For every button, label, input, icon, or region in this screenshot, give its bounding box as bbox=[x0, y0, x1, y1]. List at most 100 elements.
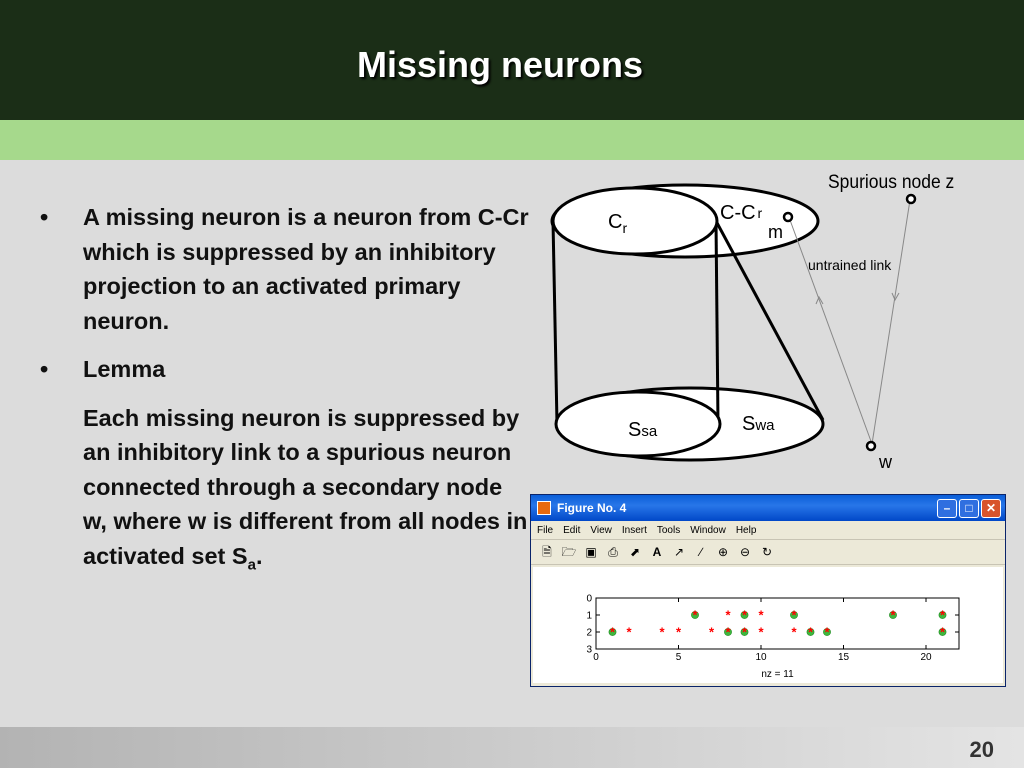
footer-band bbox=[0, 727, 1024, 768]
red-asterisk-point: * bbox=[709, 625, 715, 640]
green-circle-point bbox=[938, 611, 947, 619]
x-axis-label: nz = 11 bbox=[761, 669, 794, 680]
figure-toolbar: 🗎 🗁 ▣ ⎙ ⬈ A ↗ ∕ ⊕ ⊖ ↻ bbox=[531, 540, 1005, 565]
red-asterisk-point: * bbox=[940, 625, 946, 640]
x-tick-label: 0 bbox=[593, 652, 599, 663]
arrow-icon[interactable]: ↗ bbox=[673, 545, 685, 559]
page-number: 20 bbox=[969, 737, 994, 762]
menu-file[interactable]: File bbox=[537, 524, 554, 536]
red-asterisk-point: * bbox=[791, 608, 797, 623]
x-tick-label: 5 bbox=[676, 652, 682, 663]
figure-title: Figure No. 4 bbox=[557, 501, 627, 515]
red-asterisk-point: * bbox=[725, 625, 731, 640]
node-w bbox=[865, 440, 877, 452]
y-tick-label: 3 bbox=[586, 645, 592, 656]
menu-view[interactable]: View bbox=[590, 524, 612, 536]
lemma-subscript: a bbox=[247, 556, 256, 574]
swa-label: Swa bbox=[742, 413, 775, 435]
red-asterisk-point: * bbox=[692, 608, 698, 623]
green-circle-point bbox=[691, 611, 699, 619]
menu-window[interactable]: Window bbox=[690, 524, 726, 536]
red-asterisk-point: * bbox=[626, 625, 632, 640]
print-icon[interactable]: ⎙ bbox=[608, 545, 618, 559]
red-asterisk-point: * bbox=[791, 625, 797, 640]
slide-title: Missing neurons bbox=[356, 44, 644, 85]
m-label: m bbox=[768, 222, 783, 242]
bullet-text: Lemma bbox=[83, 356, 166, 382]
w-label: w bbox=[878, 452, 893, 472]
y-tick-label: 1 bbox=[586, 611, 592, 622]
pointer-icon[interactable]: ⬈ bbox=[629, 545, 641, 559]
ssa-label: Ssa bbox=[628, 419, 658, 441]
menu-help[interactable]: Help bbox=[735, 524, 757, 536]
cr-label: Cr bbox=[608, 211, 627, 236]
bullet-text: A missing neuron is a neuron from C-Cr w… bbox=[83, 204, 529, 334]
new-file-icon[interactable]: 🗎 bbox=[542, 545, 552, 559]
red-asterisk-point: * bbox=[725, 608, 731, 623]
green-circle-point bbox=[724, 628, 732, 636]
red-asterisk-point: * bbox=[940, 608, 946, 623]
red-asterisk-point: * bbox=[676, 625, 682, 640]
zoom-out-icon[interactable]: ⊖ bbox=[739, 545, 751, 559]
title-band bbox=[0, 0, 1024, 120]
green-circle-point bbox=[823, 628, 831, 636]
line-icon[interactable]: ∕ bbox=[699, 545, 702, 559]
green-circle-point bbox=[806, 628, 815, 636]
red-asterisk-point: * bbox=[610, 625, 616, 640]
figure-menubar: File Edit View Insert Tools Window Help bbox=[531, 521, 1005, 540]
zoom-in-icon[interactable]: ⊕ bbox=[717, 545, 729, 559]
lemma-end: . bbox=[255, 542, 263, 569]
figure-titlebar[interactable]: Figure No. 4 – □ ✕ bbox=[531, 495, 1005, 521]
figure-window: Figure No. 4 – □ ✕ File Edit View Insert… bbox=[530, 494, 1006, 687]
bullet-marker: • bbox=[40, 204, 49, 230]
arrowhead-icon bbox=[891, 292, 900, 302]
red-asterisk-point: * bbox=[824, 625, 830, 640]
open-folder-icon[interactable]: 🗁 bbox=[561, 545, 577, 559]
red-asterisk-point: * bbox=[758, 608, 764, 623]
ssa-ellipse bbox=[554, 390, 722, 458]
untrained-link-label: untrained link bbox=[808, 257, 892, 273]
rotate-icon[interactable]: ↻ bbox=[761, 545, 773, 559]
green-circle-point bbox=[889, 611, 897, 619]
link-w-to-m bbox=[789, 219, 873, 445]
red-asterisk-point: * bbox=[659, 625, 665, 640]
maximize-icon[interactable]: □ bbox=[959, 498, 979, 518]
cylinder-mid-edge bbox=[714, 220, 720, 425]
save-icon[interactable]: ▣ bbox=[585, 545, 597, 559]
link-z-to-w bbox=[871, 199, 911, 445]
lemma-body: Each missing neuron is suppressed by an … bbox=[83, 401, 530, 583]
cylinder-right-edge bbox=[714, 220, 825, 421]
menu-tools[interactable]: Tools bbox=[656, 524, 681, 536]
text-icon[interactable]: A bbox=[652, 545, 662, 559]
menu-insert[interactable]: Insert bbox=[621, 524, 647, 536]
x-tick-label: 10 bbox=[755, 652, 767, 663]
x-tick-label: 20 bbox=[920, 652, 932, 663]
arrowhead-icon bbox=[815, 295, 824, 305]
x-tick-label: 15 bbox=[838, 652, 850, 663]
close-icon[interactable]: ✕ bbox=[981, 498, 1001, 518]
green-circle-point bbox=[938, 628, 947, 636]
bullet-marker: • bbox=[40, 356, 49, 382]
red-asterisk-point: * bbox=[742, 625, 748, 640]
matlab-icon bbox=[537, 501, 551, 515]
minimize-icon[interactable]: – bbox=[937, 498, 957, 518]
red-asterisk-point: * bbox=[742, 608, 748, 623]
green-circle-point bbox=[740, 628, 749, 636]
spurious-node-label: Spurious node z bbox=[828, 170, 954, 192]
bullet-item: • A missing neuron is a neuron from C-Cr… bbox=[40, 200, 530, 338]
accent-band bbox=[0, 120, 1024, 160]
red-asterisk-point: * bbox=[758, 625, 764, 640]
green-circle-point bbox=[790, 611, 798, 619]
green-circle-point bbox=[740, 611, 749, 619]
red-asterisk-point: * bbox=[890, 608, 896, 623]
red-asterisk-point: * bbox=[808, 625, 814, 640]
y-tick-label: 2 bbox=[586, 628, 592, 639]
lemma-text: Each missing neuron is suppressed by an … bbox=[83, 404, 528, 569]
node-z bbox=[905, 193, 917, 205]
green-circle-point bbox=[608, 628, 617, 636]
menu-edit[interactable]: Edit bbox=[563, 524, 581, 536]
